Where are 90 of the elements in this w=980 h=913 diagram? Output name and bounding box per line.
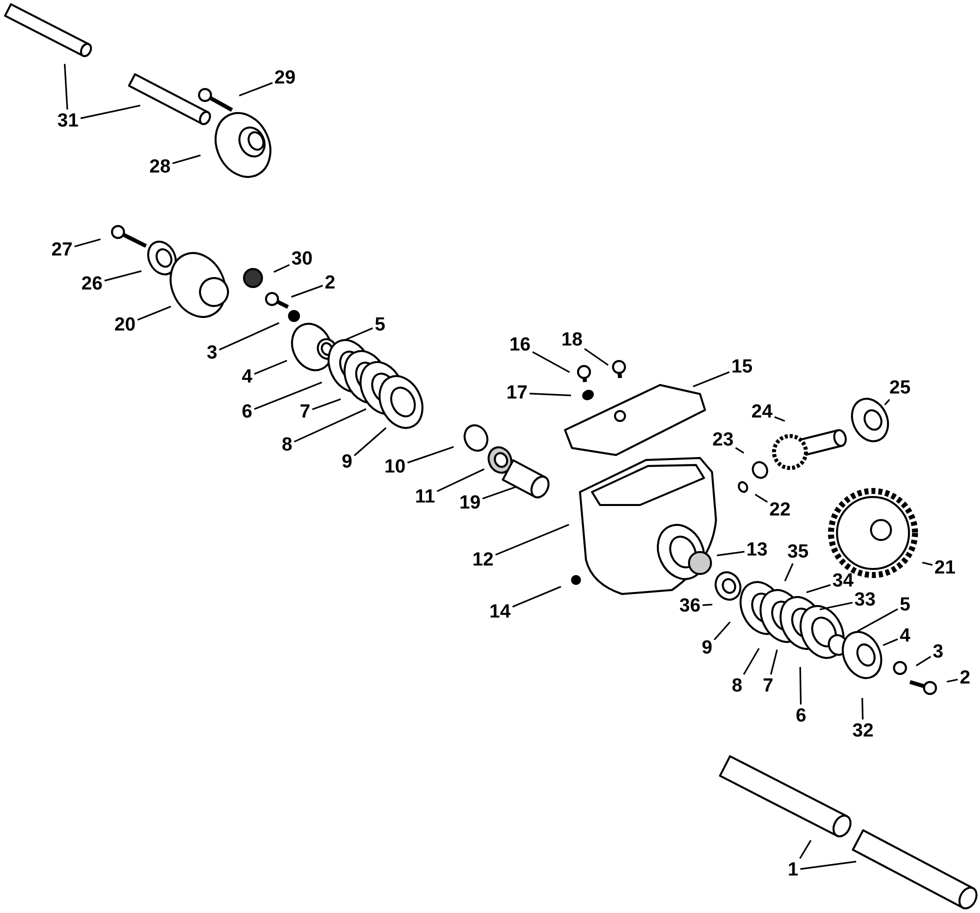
callout-number: 21 — [934, 558, 956, 578]
leader-line — [64, 64, 68, 110]
callout-number: 16 — [509, 336, 531, 354]
callout-number: 3 — [932, 642, 944, 662]
callout-number: 7 — [300, 402, 310, 422]
leader-line — [861, 698, 864, 720]
callout-number: 32 — [852, 722, 874, 740]
leader-line — [770, 649, 778, 675]
callout-number: 3 — [206, 344, 218, 362]
leader-line — [882, 638, 898, 646]
callout-number: 24 — [751, 402, 773, 422]
leader-line — [238, 82, 273, 96]
callout-number: 19 — [459, 494, 481, 512]
leader-line — [530, 392, 572, 396]
callout-number: 15 — [731, 358, 753, 376]
leader-line — [407, 446, 454, 464]
leader-line — [799, 666, 802, 705]
leader-line — [714, 621, 731, 640]
leader-line — [254, 360, 288, 375]
callout-number: 14 — [489, 602, 511, 622]
leader-line — [784, 563, 794, 582]
leader-line — [80, 104, 140, 120]
leader-line — [806, 584, 831, 594]
callout-number: 18 — [561, 330, 583, 350]
leader-line — [800, 860, 856, 870]
leader-line — [274, 264, 290, 273]
leader-line — [532, 351, 570, 373]
leader-line — [916, 656, 932, 666]
callout-number: 9 — [342, 452, 352, 472]
callout-number: 7 — [762, 676, 774, 696]
leader-line — [172, 154, 201, 164]
leader-line — [857, 608, 898, 632]
callout-number: 1 — [788, 860, 798, 880]
callout-number: 5 — [374, 316, 386, 334]
callout-number: 8 — [732, 676, 742, 696]
leader-line — [291, 284, 323, 298]
leader-line — [584, 348, 609, 366]
callout-number: 28 — [149, 158, 171, 176]
callout-number: 2 — [324, 274, 336, 292]
leader-line — [946, 678, 958, 683]
leader-line — [495, 524, 570, 556]
leader-line — [512, 586, 562, 608]
callout-number: 31 — [57, 112, 79, 130]
callout-number: 33 — [854, 590, 876, 610]
callout-number: 26 — [81, 274, 103, 294]
callout-number: 10 — [384, 458, 406, 476]
leader-line — [354, 427, 386, 456]
leader-line — [104, 270, 142, 282]
leader-line — [74, 238, 101, 248]
leader-line — [922, 562, 933, 566]
callout-number: 12 — [472, 550, 494, 570]
callout-number: 23 — [712, 430, 734, 450]
leader-line — [312, 398, 341, 410]
leader-line — [716, 550, 745, 556]
leader-line — [774, 416, 786, 422]
callout-number: 4 — [900, 626, 910, 646]
leader-line — [137, 306, 172, 321]
callout-number: 6 — [242, 402, 252, 422]
callout-number: 8 — [282, 436, 292, 454]
leader-line — [436, 468, 484, 492]
leader-line — [820, 602, 853, 610]
leader-line — [344, 327, 374, 342]
callout-number: 27 — [51, 240, 73, 260]
callout-number: 9 — [702, 638, 712, 658]
callout-number: 5 — [900, 596, 910, 614]
callout-number: 35 — [787, 542, 809, 562]
callout-number: 11 — [414, 488, 436, 506]
leader-line — [254, 382, 322, 410]
callout-number: 20 — [114, 316, 136, 334]
callout-number: 34 — [832, 572, 854, 590]
callout-number: 13 — [746, 540, 768, 560]
leader-line — [754, 494, 768, 503]
leader-line — [884, 398, 890, 406]
callout-number: 4 — [242, 368, 252, 386]
callout-number: 30 — [291, 250, 313, 268]
callout-number: 22 — [769, 500, 791, 520]
callout-number: 25 — [889, 378, 911, 398]
leader-line — [692, 371, 730, 388]
leader-line — [294, 408, 366, 442]
callout-number: 29 — [274, 68, 296, 88]
callout-number: 6 — [796, 706, 806, 726]
callout-number: 2 — [960, 668, 970, 688]
leader-line — [218, 322, 280, 350]
callout-number: 36 — [679, 596, 701, 616]
leader-line — [482, 486, 516, 500]
leader-line — [799, 840, 812, 859]
leader-line — [702, 604, 712, 606]
callout-number: 17 — [506, 384, 528, 402]
leader-line — [735, 447, 744, 454]
leader-line — [743, 648, 760, 675]
